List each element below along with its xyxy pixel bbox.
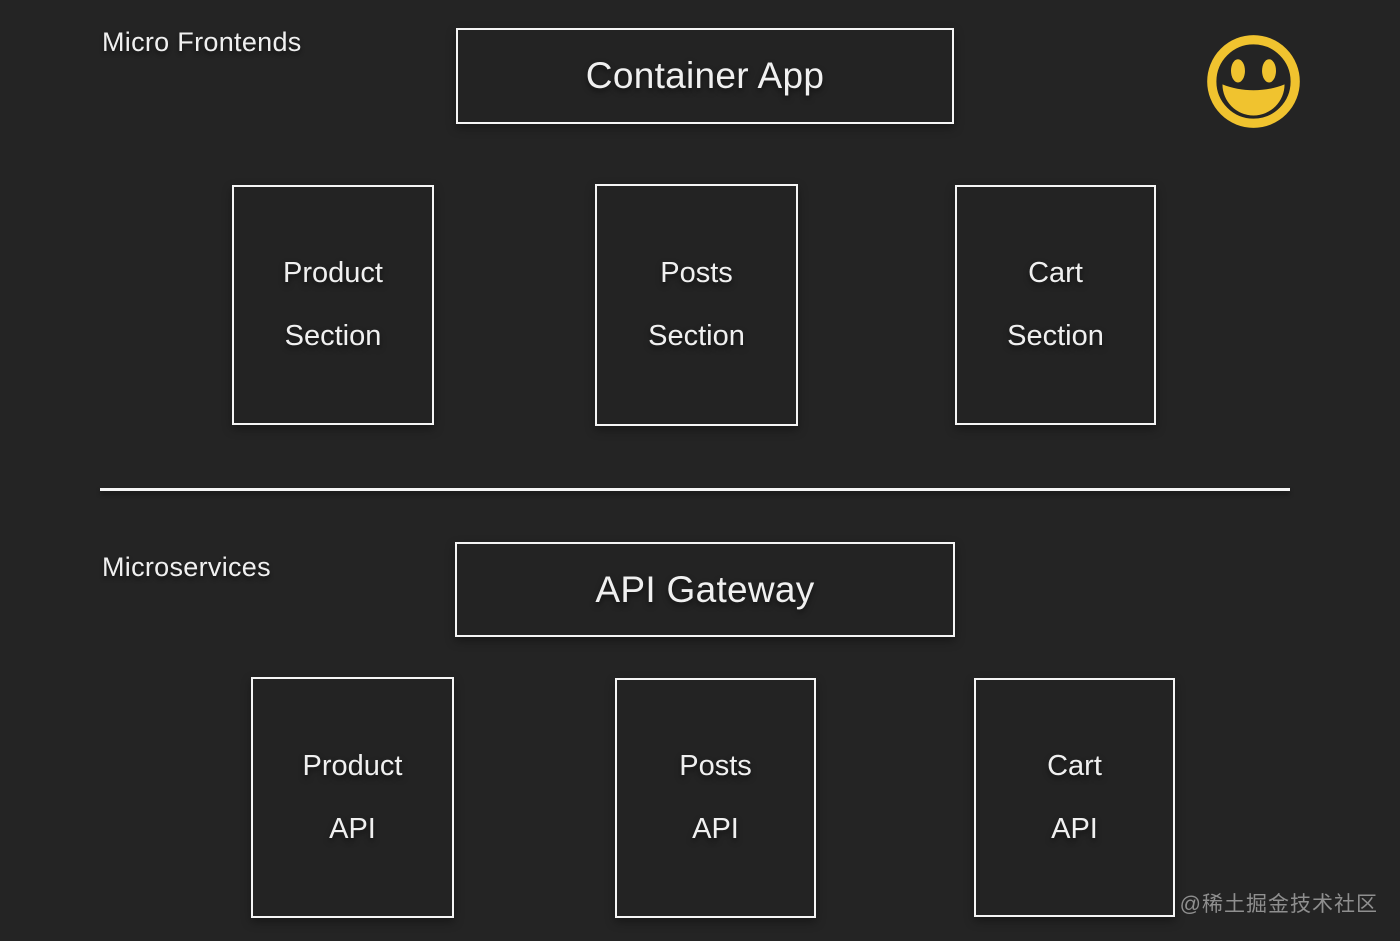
container-app-box: Container App [456, 28, 954, 124]
watermark-text: @稀土掘金技术社区 [1179, 893, 1378, 916]
cart-api-line1: Cart [1047, 749, 1102, 782]
microservices-layer-label: Microservices [102, 552, 271, 582]
product-api-line1: Product [302, 749, 403, 782]
product-section-box: Product Section [232, 185, 434, 425]
posts-api-box: Posts API [615, 678, 816, 918]
cart-section-line2: Section [1007, 320, 1104, 352]
product-api-box: Product API [251, 677, 454, 918]
product-section-line1: Product [283, 257, 383, 289]
posts-api-line2: API [692, 813, 739, 845]
api-gateway-box: API Gateway [455, 542, 955, 637]
cart-api-box: Cart API [974, 678, 1175, 917]
layer-divider [100, 488, 1290, 491]
product-section-line2: Section [284, 320, 382, 352]
posts-section-line2: Section [648, 320, 745, 352]
product-api-line2: API [329, 812, 376, 845]
cart-section-line1: Cart [1028, 257, 1083, 289]
posts-section-box: Posts Section [595, 184, 798, 426]
micro-frontends-layer-label: Micro Frontends [102, 27, 302, 57]
container-app-label: Container App [585, 55, 825, 96]
cart-section-box: Cart Section [955, 185, 1156, 425]
api-gateway-label: API Gateway [595, 568, 815, 610]
posts-section-line1: Posts [660, 257, 733, 289]
cart-api-line2: API [1051, 812, 1098, 845]
posts-api-line1: Posts [679, 750, 752, 782]
smiley-face-icon [1207, 35, 1300, 128]
